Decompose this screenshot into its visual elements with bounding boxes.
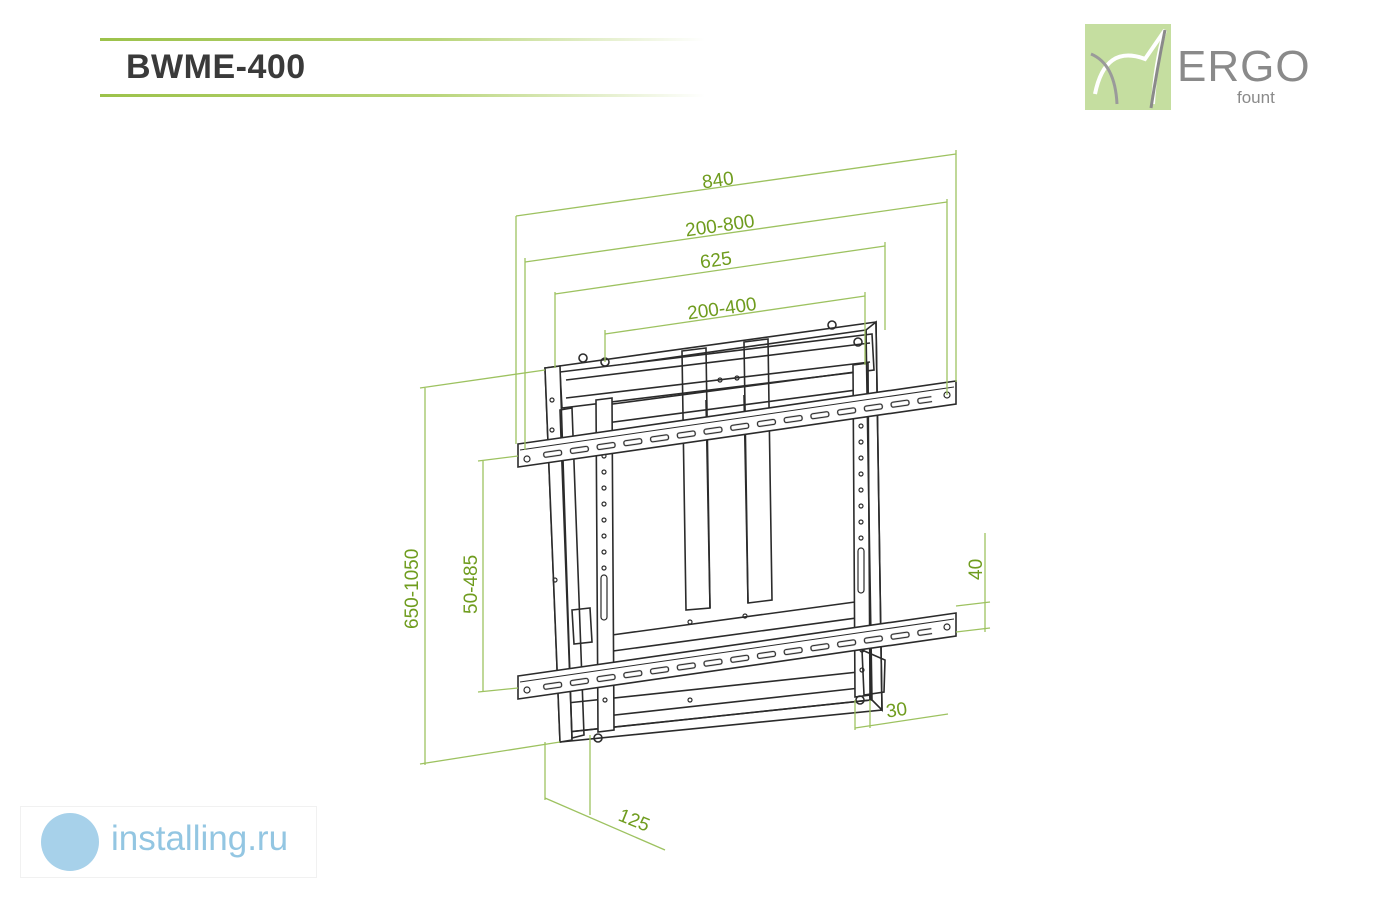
installing-logo-icon bbox=[41, 813, 99, 871]
dim-125-label: 125 bbox=[615, 805, 652, 836]
title-block: BWME-400 bbox=[100, 36, 705, 100]
page-title: BWME-400 bbox=[126, 48, 306, 86]
dim-650-1050-label: 650-1050 bbox=[402, 549, 423, 629]
dim-200-800-label: 200-800 bbox=[684, 211, 756, 242]
dim-50-485-label: 50-485 bbox=[461, 555, 482, 614]
watermark: installing.ru bbox=[20, 806, 317, 878]
bottom-horizontal-rail bbox=[517, 612, 957, 700]
top-horizontal-rail bbox=[517, 380, 957, 468]
logo-brand-text: ERGO bbox=[1177, 42, 1311, 91]
dim-200-400-label: 200-400 bbox=[686, 294, 758, 325]
dimension-lines bbox=[419, 150, 991, 851]
ergofount-logo-icon bbox=[1085, 24, 1171, 110]
dim-625-label: 625 bbox=[699, 248, 733, 273]
brand-logo: ERGO fount bbox=[1085, 24, 1310, 128]
dim-840-label: 840 bbox=[701, 168, 735, 193]
watermark-text: installing.ru bbox=[111, 819, 289, 858]
title-top-rule bbox=[100, 38, 705, 41]
title-bottom-rule bbox=[100, 94, 705, 97]
dim-30-label: 30 bbox=[885, 699, 909, 723]
logo-sub-text: fount bbox=[1237, 88, 1275, 107]
dim-40-label: 40 bbox=[966, 559, 987, 580]
